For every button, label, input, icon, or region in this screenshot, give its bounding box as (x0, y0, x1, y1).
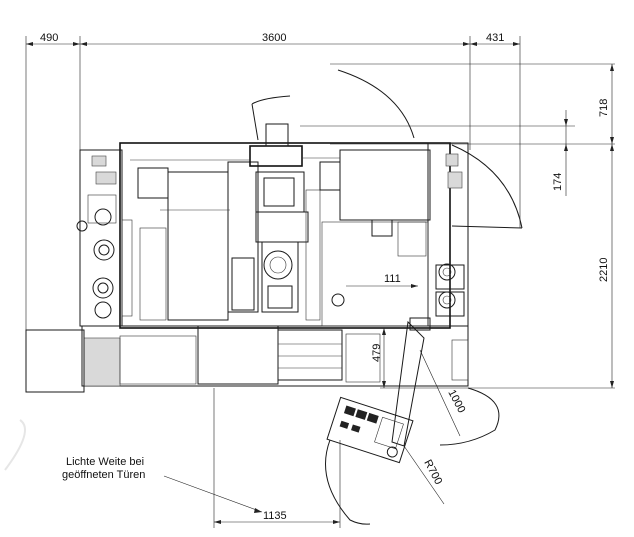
annotation-line-1: Lichte Weite bei (66, 456, 144, 468)
dim-front-depth: 479 (371, 344, 383, 362)
inner-mechanics (130, 123, 431, 327)
background-artifact (4, 419, 26, 471)
machine-body (25, 142, 469, 393)
dim-right-total: 2210 (598, 258, 610, 282)
inner-dimension-lines (213, 284, 461, 528)
annotation-leader (163, 475, 263, 513)
left-column-parts (76, 155, 133, 319)
dim-bottom-width: 1135 (263, 510, 287, 522)
dim-top-main: 3600 (262, 32, 286, 44)
dim-top-right: 431 (486, 32, 504, 44)
dim-center-offset: 111 (384, 273, 401, 285)
annotation-line-2: geöffneten Türen (62, 469, 145, 481)
control-panel-arm (326, 317, 431, 464)
dim-radius: R700 (421, 458, 444, 487)
dim-right-offset: 174 (552, 173, 564, 191)
dim-right-top: 718 (598, 99, 610, 117)
door-swing-arcs (251, 69, 523, 525)
front-cabinet (119, 325, 381, 385)
right-column-parts (435, 153, 469, 381)
dim-top-left: 490 (40, 32, 58, 44)
top-dimension-lines (25, 36, 521, 330)
right-dimension-lines (300, 63, 615, 389)
